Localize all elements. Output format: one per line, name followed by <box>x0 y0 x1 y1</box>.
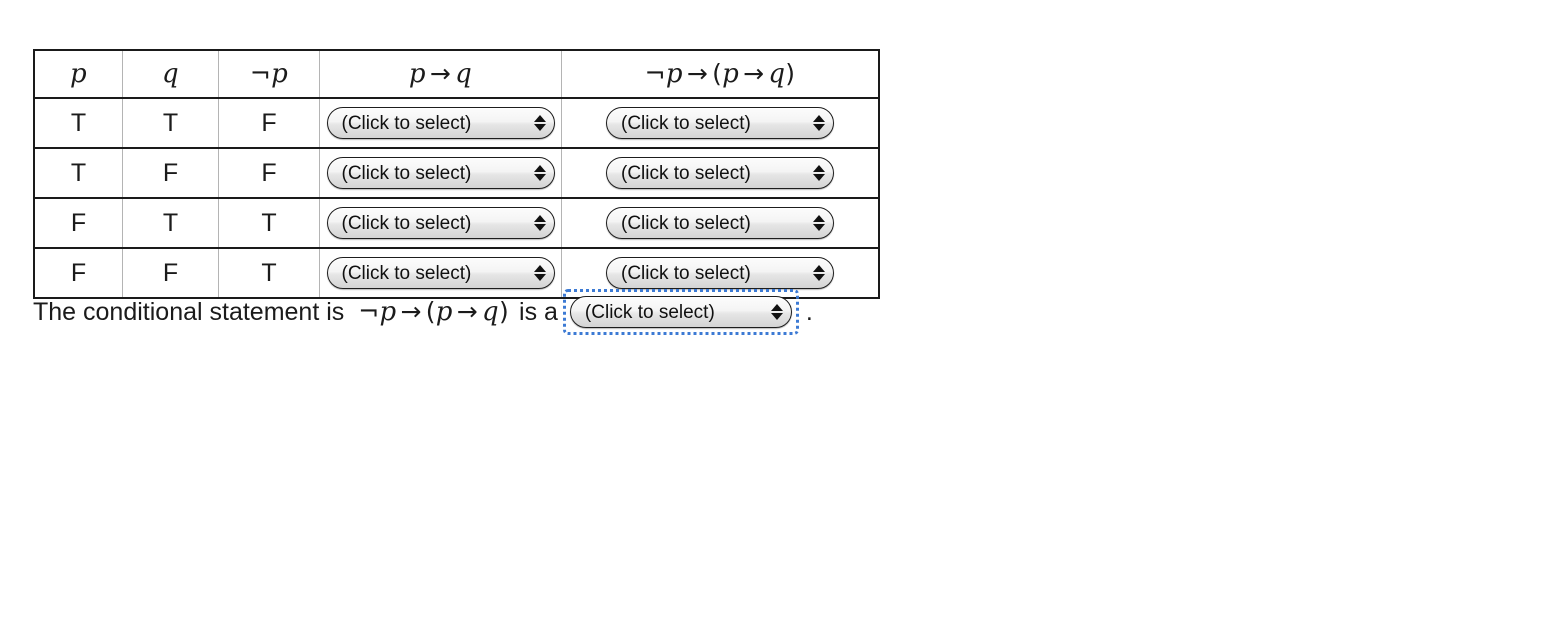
cell-not-p-implies-p-implies-q: (Click to select) <box>561 97 880 149</box>
select-not-p-implies-p-implies-q-row-3[interactable]: (Click to select) <box>606 207 834 239</box>
truth-value: F <box>261 108 277 137</box>
header-formula-p-implies-q: p→q <box>408 59 473 89</box>
select-value-label: (Click to select) <box>621 112 751 134</box>
truth-value: F <box>162 258 179 287</box>
truth-value: F <box>162 158 179 187</box>
cell-not-p: F <box>218 97 320 149</box>
cell-not-p: F <box>218 147 320 199</box>
select-p-implies-q-row-1[interactable]: (Click to select) <box>326 107 555 139</box>
select-container: (Click to select) <box>320 207 561 239</box>
select-p-implies-q-row-4[interactable]: (Click to select) <box>326 257 555 289</box>
truth-value: T <box>70 158 87 187</box>
table-row: F T T (Click to select) (Click to select… <box>33 197 880 249</box>
statement-text-middle: is a <box>519 297 558 326</box>
select-value-label: (Click to select) <box>341 262 472 284</box>
select-container: (Click to select) <box>320 157 561 189</box>
select-not-p-implies-p-implies-q-row-4[interactable]: (Click to select) <box>606 257 834 289</box>
statement-select-focus-ring: (Click to select) <box>562 289 799 335</box>
column-header-not-p-implies-p-implies-q: ¬p→(p→q) <box>561 49 880 99</box>
stepper-up-down-icon <box>813 115 825 131</box>
cell-not-p: T <box>218 197 320 249</box>
cell-not-p-implies-p-implies-q: (Click to select) <box>561 147 880 199</box>
cell-q: T <box>122 197 219 249</box>
cell-p-implies-q: (Click to select) <box>319 97 562 149</box>
cell-p-implies-q: (Click to select) <box>319 197 562 249</box>
stepper-up-down-icon <box>813 165 825 181</box>
cell-p: F <box>33 247 123 299</box>
select-value-label: (Click to select) <box>584 301 715 323</box>
select-value-label: (Click to select) <box>341 162 472 184</box>
truth-value: F <box>70 208 87 237</box>
header-formula-q: q <box>162 59 179 89</box>
column-header-q: q <box>122 49 219 99</box>
stepper-up-down-icon <box>533 265 546 281</box>
select-container: (Click to select) <box>562 257 878 289</box>
select-container: (Click to select) <box>320 257 561 289</box>
cell-p: T <box>33 147 123 199</box>
column-header-p: p <box>33 49 123 99</box>
truth-value: T <box>162 108 179 137</box>
table-row: F F T (Click to select) (Click to select… <box>33 247 880 299</box>
select-value-label: (Click to select) <box>341 112 472 134</box>
cell-not-p: T <box>218 247 320 299</box>
select-value-label: (Click to select) <box>621 212 751 234</box>
table-header-row: p q ¬p p→q ¬p→(p→q) <box>33 49 880 99</box>
statement-text-before: The conditional statement is <box>33 297 345 326</box>
select-container: (Click to select) <box>320 107 561 139</box>
select-container: (Click to select) <box>562 157 878 189</box>
header-formula-not-p: ¬p <box>249 59 289 89</box>
cell-p-implies-q: (Click to select) <box>319 247 562 299</box>
truth-table-header: p q ¬p p→q ¬p→(p→q) <box>33 49 880 99</box>
truth-value: F <box>70 258 87 287</box>
stepper-up-down-icon <box>533 115 546 131</box>
cell-p: T <box>33 97 123 149</box>
select-statement-classification[interactable]: (Click to select) <box>569 296 792 328</box>
select-container: (Click to select) <box>562 207 878 239</box>
truth-value: T <box>162 208 179 237</box>
select-container: (Click to select) <box>562 107 878 139</box>
column-header-not-p: ¬p <box>218 49 320 99</box>
cell-p: F <box>33 197 123 249</box>
column-header-p-implies-q: p→q <box>319 49 562 99</box>
header-formula-p: p <box>70 59 87 89</box>
stepper-up-down-icon <box>813 215 825 231</box>
cell-p-implies-q: (Click to select) <box>319 147 562 199</box>
table-row: T F F (Click to select) (Click to select… <box>33 147 880 199</box>
header-formula-not-p-implies-p-implies-q: ¬p→(p→q) <box>644 59 796 89</box>
statement-formula: ¬p→(p→q) <box>358 297 510 327</box>
truth-value: T <box>261 208 277 237</box>
cell-not-p-implies-p-implies-q: (Click to select) <box>561 197 880 249</box>
stepper-up-down-icon <box>770 304 783 320</box>
select-value-label: (Click to select) <box>621 162 751 184</box>
select-value-label: (Click to select) <box>341 212 472 234</box>
stepper-up-down-icon <box>533 165 546 181</box>
select-not-p-implies-p-implies-q-row-2[interactable]: (Click to select) <box>606 157 834 189</box>
select-p-implies-q-row-2[interactable]: (Click to select) <box>326 157 555 189</box>
statement-period: . <box>805 297 813 326</box>
select-value-label: (Click to select) <box>621 262 751 284</box>
cell-q: F <box>122 147 219 199</box>
truth-value: F <box>261 158 277 187</box>
stepper-up-down-icon <box>813 265 825 281</box>
truth-table: p q ¬p p→q ¬p→(p→q) T T F <box>33 49 880 299</box>
select-p-implies-q-row-3[interactable]: (Click to select) <box>326 207 555 239</box>
truth-table-body: T T F (Click to select) (Click to select… <box>33 97 880 299</box>
select-not-p-implies-p-implies-q-row-1[interactable]: (Click to select) <box>606 107 834 139</box>
stepper-up-down-icon <box>533 215 546 231</box>
cell-q: T <box>122 97 219 149</box>
truth-value: T <box>261 258 277 287</box>
table-row: T T F (Click to select) (Click to select… <box>33 97 880 149</box>
truth-value: T <box>70 108 87 137</box>
conclusion-statement: The conditional statement is ¬p→(p→q) is… <box>33 289 813 335</box>
